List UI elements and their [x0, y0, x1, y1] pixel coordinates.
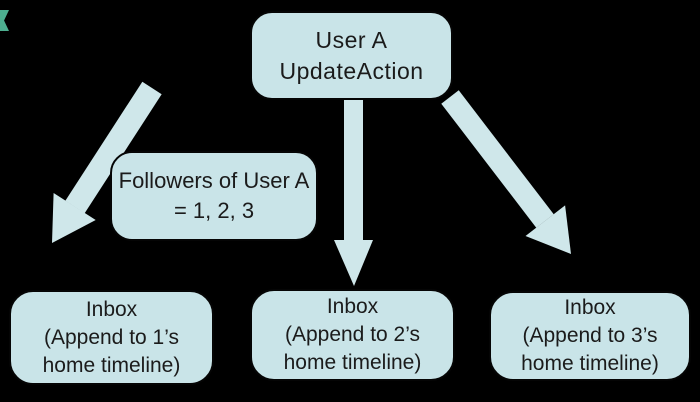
node-user-a-line2: UpdateAction — [279, 57, 424, 84]
node-followers-list: Followers of User A = 1, 2, 3 — [110, 151, 318, 241]
node-inbox-3-title: Inbox — [564, 296, 616, 319]
node-followers-line2: = 1, 2, 3 — [173, 198, 255, 223]
node-inbox-2: Inbox (Append to 2’s home timeline) — [250, 289, 455, 381]
node-inbox-2-title: Inbox — [326, 295, 379, 318]
node-inbox-1-line3: home timeline) — [42, 353, 181, 377]
node-inbox-1: Inbox (Append to 1’s home timeline) — [9, 290, 214, 385]
fanout-arrow-middle — [334, 97, 373, 286]
node-user-a-line1: User A — [315, 26, 388, 53]
node-inbox-2-line3: home timeline) — [283, 351, 422, 374]
node-inbox-1-line2: (Append to 1’s — [43, 325, 180, 349]
node-inbox-3-line2: (Append to 3’s — [522, 324, 658, 347]
node-inbox-2-line2: (Append to 2’s — [284, 323, 421, 346]
node-inbox-1-title: Inbox — [85, 297, 138, 321]
fanout-arrow-right — [441, 90, 571, 254]
node-user-a-update-action: User A UpdateAction — [250, 11, 453, 100]
node-followers-line1: Followers of User A — [118, 168, 310, 193]
node-inbox-3-line3: home timeline) — [521, 352, 659, 375]
fanout-arrow-left — [52, 81, 162, 243]
node-inbox-3: Inbox (Append to 3’s home timeline) — [489, 291, 691, 381]
